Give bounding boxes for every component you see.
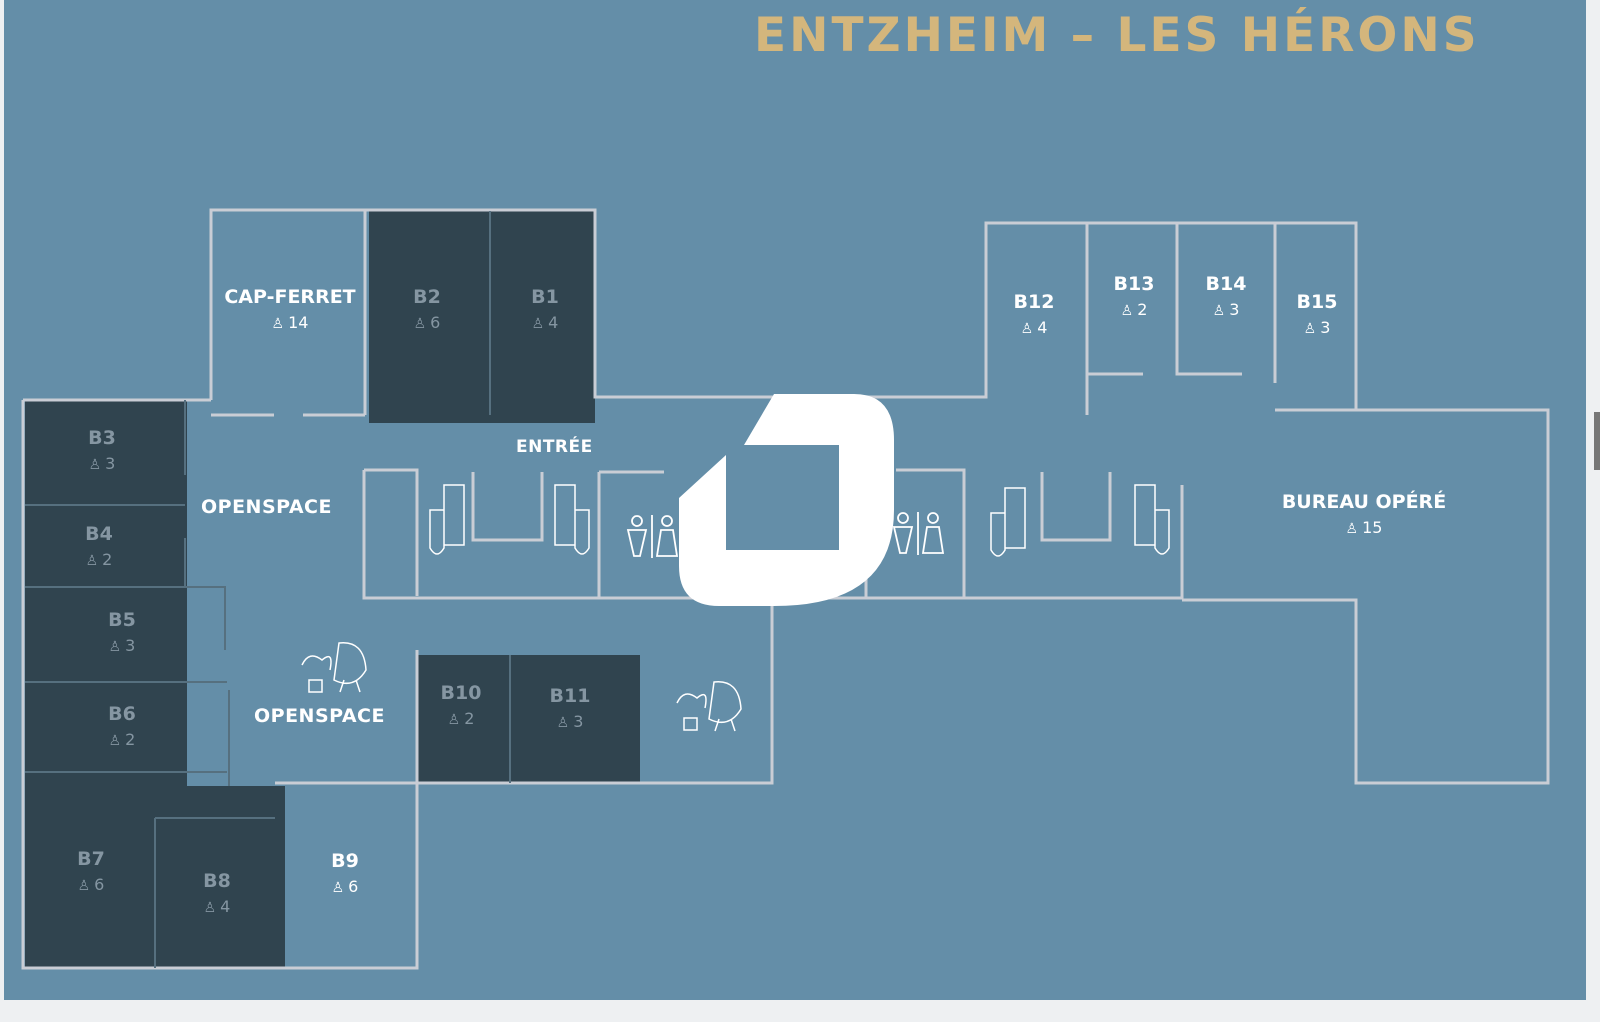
person-icon: ♙ xyxy=(77,878,91,894)
walls xyxy=(21,208,1550,970)
person-icon: ♙ xyxy=(108,639,122,655)
restroom-icon xyxy=(626,512,945,558)
person-icon: ♙ xyxy=(85,553,99,569)
person-icon: ♙ xyxy=(447,712,461,728)
plant-chair-icon xyxy=(301,642,742,732)
person-icon: ♙ xyxy=(88,457,102,473)
person-icon: ♙ xyxy=(331,880,345,896)
room-label[interactable]: B14♙3 xyxy=(1205,273,1247,319)
person-icon: ♙ xyxy=(413,316,427,332)
room-label[interactable]: B1♙4 xyxy=(531,286,559,332)
room-label[interactable]: B4♙2 xyxy=(85,523,113,569)
room-b2-fill[interactable] xyxy=(369,211,490,423)
entrance-label: ENTRÉE xyxy=(516,437,593,457)
room-label[interactable]: B5♙3 xyxy=(108,609,136,655)
room-label[interactable]: B7♙6 xyxy=(77,848,105,894)
person-icon: ♙ xyxy=(108,733,122,749)
person-icon: ♙ xyxy=(1212,303,1226,319)
room-label[interactable]: CAP-FERRET♙14 xyxy=(224,286,356,332)
person-icon: ♙ xyxy=(1020,321,1034,337)
floor-plan: ENTZHEIM – LES HÉRONS xyxy=(4,0,1586,1000)
room-b3-b6-fill[interactable] xyxy=(25,400,187,786)
plan-title: ENTZHEIM – LES HÉRONS xyxy=(754,8,1480,63)
brand-logo xyxy=(679,394,894,606)
person-icon: ♙ xyxy=(271,316,285,332)
room-label[interactable]: B3♙3 xyxy=(88,427,116,473)
room-label[interactable]: B8♙4 xyxy=(203,870,231,916)
room-b1-fill[interactable] xyxy=(490,211,595,423)
room-label[interactable]: B2♙6 xyxy=(413,286,441,332)
person-icon: ♙ xyxy=(1303,321,1317,337)
room-label[interactable]: B12♙4 xyxy=(1013,291,1055,337)
openspace-label: OPENSPACE xyxy=(201,496,332,518)
room-label[interactable]: B10♙2 xyxy=(440,682,482,728)
room-label[interactable]: B13♙2 xyxy=(1113,273,1155,319)
room-label[interactable]: BUREAU OPÉRÉ♙15 xyxy=(1281,491,1447,537)
person-icon: ♙ xyxy=(556,715,570,731)
person-icon: ♙ xyxy=(531,316,545,332)
spiral-stairs-icon xyxy=(429,484,1170,557)
room-label[interactable]: B6♙2 xyxy=(108,703,136,749)
person-icon: ♙ xyxy=(1345,521,1359,537)
person-icon: ♙ xyxy=(203,900,217,916)
person-icon: ♙ xyxy=(1120,303,1134,319)
scrollbar-thumb[interactable] xyxy=(1594,412,1600,470)
room-label[interactable]: B11♙3 xyxy=(549,685,591,731)
room-label[interactable]: B9♙6 xyxy=(331,850,359,896)
room-label[interactable]: B15♙3 xyxy=(1296,291,1338,337)
openspace-label: OPENSPACE xyxy=(254,705,385,727)
room-b10-b11-fill[interactable] xyxy=(417,655,640,783)
